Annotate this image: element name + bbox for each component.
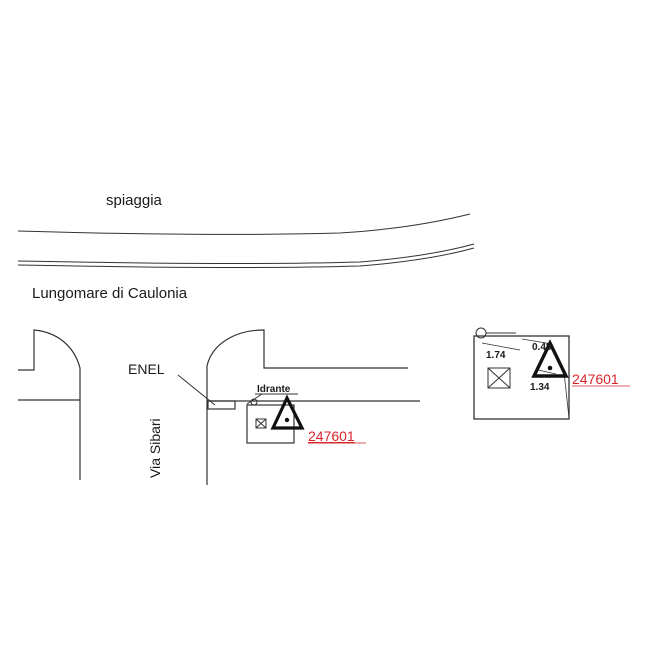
detail-outline [473,335,570,420]
enel-box [207,400,236,410]
beach-edge-line [17,213,471,235]
right-block-outline [206,329,408,485]
detail-distance-left: 1.74 [486,350,506,361]
promenade-label: Lungomare di Caulonia [32,285,188,302]
detail-dim-line-4 [537,369,557,375]
detail-distance-top: 0.48 [532,342,552,353]
enel-label: ENEL [128,361,165,377]
detail-dim-line-3 [563,371,570,419]
enel-cabinet [177,374,236,410]
detail-distance-bottom: 1.34 [530,382,550,393]
detail-dim-line-2 [521,338,553,345]
promenade-upper-line [17,243,475,265]
benchmark-triangle-icon [270,394,305,430]
promenade-lower-line [17,247,475,269]
benchmark-code-label: 247601 [308,428,355,444]
street-blocks [18,329,420,485]
street-label: Via Sibari [147,418,163,478]
enel-leader-line [177,374,216,406]
manhole-box-outline [246,404,295,444]
detail-inset [473,327,570,420]
hydrant-label: Idrante [257,384,291,395]
left-block-outline [18,329,81,480]
detail-dim-line-1 [481,342,521,351]
detail-benchmark-triangle-icon [531,339,569,378]
manhole-icon [255,418,267,429]
detail-manhole-icon [487,367,511,389]
promenade-lines [17,213,475,269]
hydrant-group [246,393,305,444]
beach-label: spiaggia [106,192,163,209]
detail-code-label: 247601 [572,371,619,387]
